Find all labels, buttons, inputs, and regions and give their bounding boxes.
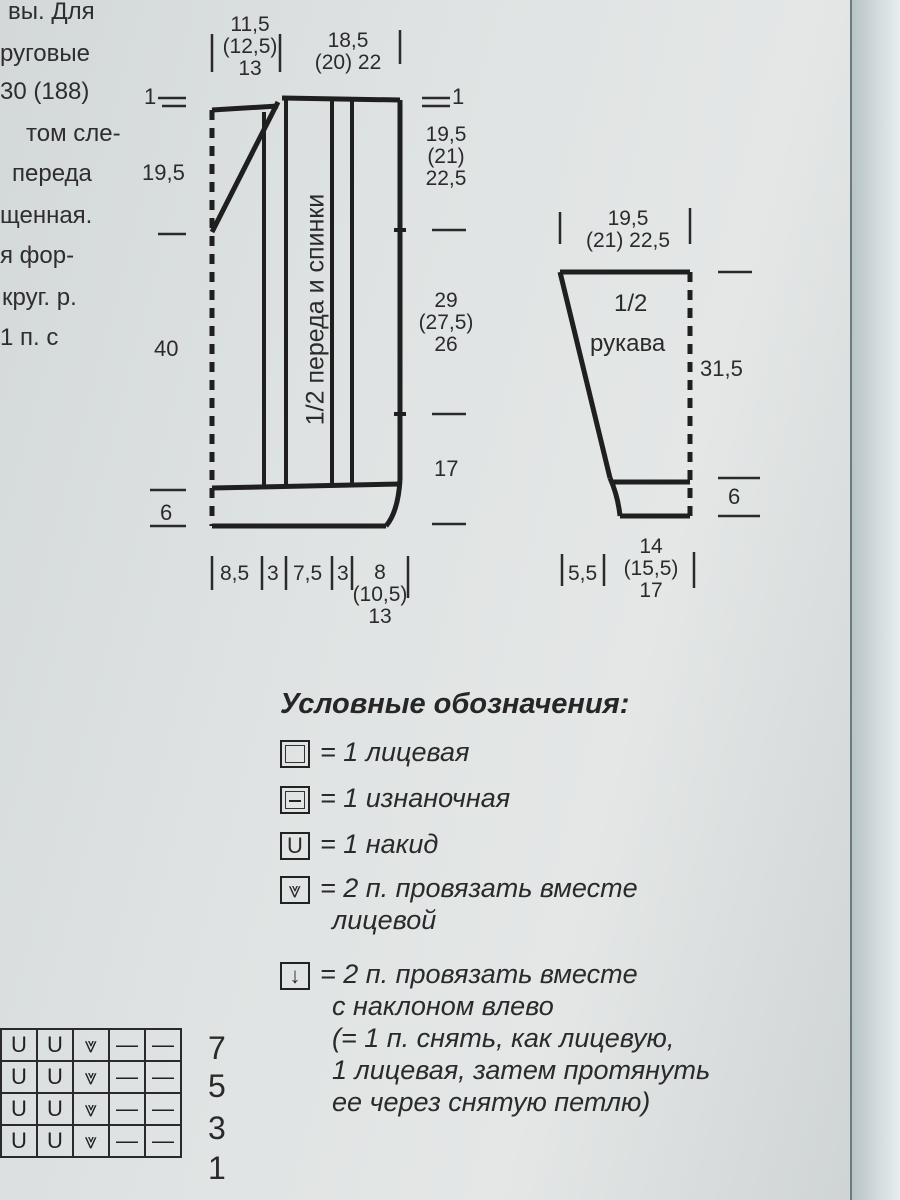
chart-cell: U xyxy=(0,1124,38,1158)
hem-line xyxy=(211,481,401,491)
chart-cell: ⩔ xyxy=(72,1124,110,1158)
sleeve-label-fraction: 1/2 xyxy=(614,290,648,317)
legend-title: Условные обозначения: xyxy=(280,688,630,720)
text-line: 30 (188) xyxy=(0,78,90,105)
right-dimension-body: 29 (27,5) 26 xyxy=(418,289,474,356)
chart-cell: U xyxy=(36,1060,74,1094)
sleeve-cuff-left xyxy=(607,476,623,517)
chart-cell: — xyxy=(108,1124,146,1158)
top-left-dimension: 11,5 (12,5) 13 xyxy=(222,13,278,80)
text-line: круг. р. xyxy=(2,284,77,311)
left-mark: 40 xyxy=(154,336,179,361)
text-line: вы. Для xyxy=(8,0,95,25)
chart-cell: — xyxy=(144,1060,182,1094)
text-line: том сле- xyxy=(26,120,121,147)
left-mark: 19,5 xyxy=(142,160,185,185)
k2tog-symbol-icon: ⩔ xyxy=(280,875,310,904)
chart-cell: U xyxy=(36,1124,74,1158)
top-right-dimension: 18,5 (20) 22 xyxy=(314,29,382,74)
text-line: я фор- xyxy=(0,242,75,269)
yarn-over-symbol-icon: U xyxy=(280,831,310,860)
sleeve-length-dim: 31,5 xyxy=(700,356,743,381)
chart-cell: — xyxy=(144,1028,182,1062)
chart-cell: — xyxy=(108,1092,146,1126)
bottom-dim: 8,5 xyxy=(220,562,250,585)
text-line: руговые xyxy=(0,40,90,67)
armhole-line xyxy=(209,100,281,234)
bottom-dim: 7,5 xyxy=(293,562,323,585)
sleeve-cuff-dim: 6 xyxy=(728,484,741,509)
text-line: 1 п. с xyxy=(0,324,59,351)
body-top-neck xyxy=(281,95,401,103)
legend-item-ssk: ↓= 2 п. провязать вместе с наклоном влев… xyxy=(280,958,710,1118)
left-mark: 1 xyxy=(144,84,157,109)
legend-item-knit: = 1 лицевая xyxy=(280,736,469,768)
chart-cell: — xyxy=(144,1124,182,1158)
bottom-dim-group: 8 (10,5) 13 xyxy=(352,561,408,628)
chart-cell: U xyxy=(0,1060,38,1094)
legend-item-k2tog: ⩔= 2 п. провязать вместе лицевой xyxy=(280,872,638,936)
sleeve-bottom-dim-group: 14 (15,5) 17 xyxy=(623,535,679,602)
chart-cell: U xyxy=(36,1092,74,1126)
ssk-symbol-icon: ↓ xyxy=(280,961,310,990)
sleeve-left-side xyxy=(557,271,613,479)
legend-item-purl: = 1 изнаночная xyxy=(280,782,510,814)
purl-symbol-icon xyxy=(280,785,310,814)
text-line: переда xyxy=(12,160,92,187)
chart-row-number: 3 xyxy=(208,1110,226,1146)
chart-cell: ⩔ xyxy=(72,1028,110,1062)
right-mark: 17 xyxy=(434,456,459,481)
bottom-dim: 3 xyxy=(337,562,349,585)
magazine-page xyxy=(0,0,852,1200)
sleeve-label-name: рукава xyxy=(590,330,666,357)
chart-row: U U ⩔ — — xyxy=(0,1124,182,1158)
chart-cell: U xyxy=(36,1028,74,1062)
text-line: щенная. xyxy=(0,202,93,229)
sleeve-top-dimension: 19,5 (21) 22,5 xyxy=(585,207,671,252)
chart-cell: U xyxy=(0,1092,38,1126)
notebook-background xyxy=(852,0,900,1200)
knit-symbol-icon xyxy=(280,739,310,768)
chart-row: U U ⩔ — — xyxy=(0,1092,182,1126)
chart-cell: ⩔ xyxy=(72,1060,110,1094)
body-top-shoulder xyxy=(211,103,279,113)
chart-cell: — xyxy=(144,1092,182,1126)
bottom-dim: 3 xyxy=(267,562,279,585)
chart-cell: — xyxy=(108,1028,146,1062)
sleeve-bottom-dim: 5,5 xyxy=(568,562,598,585)
chart-row-number: 1 xyxy=(208,1150,226,1186)
chart-cell: — xyxy=(108,1060,146,1094)
pattern-diagram xyxy=(150,30,760,598)
chart-row: U U ⩔ — — xyxy=(0,1028,182,1062)
chart-row: U U ⩔ — — xyxy=(0,1060,182,1094)
chart-cell: ⩔ xyxy=(72,1092,110,1126)
chart-cell: U xyxy=(0,1028,38,1062)
chart-row-number: 7 xyxy=(208,1030,226,1066)
left-mark: 6 xyxy=(160,500,173,525)
body-right-hem xyxy=(384,479,403,528)
legend-item-yarn-over: U= 1 накид xyxy=(280,828,438,860)
right-dimension-armhole: 19,5 (21) 22,5 xyxy=(425,123,467,190)
right-mark: 1 xyxy=(452,84,465,109)
stitch-chart: U U ⩔ — — U U ⩔ — — U U ⩔ — — U U ⩔ — — xyxy=(0,1028,182,1158)
chart-row-number: 5 xyxy=(208,1068,226,1104)
body-piece-label: 1/2 переда и спинки xyxy=(301,193,330,426)
